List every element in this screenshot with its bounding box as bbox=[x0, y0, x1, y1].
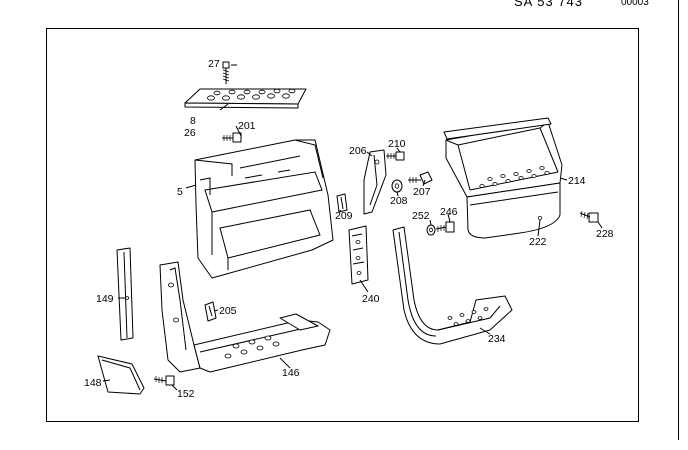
label-240: 240 bbox=[362, 293, 380, 305]
part-210-screw[interactable] bbox=[386, 151, 405, 161]
label-205: 205 bbox=[219, 305, 237, 317]
label-234: 234 bbox=[488, 333, 506, 345]
leader-lines bbox=[102, 103, 603, 391]
label-148: 148 bbox=[84, 377, 102, 389]
drawing-frame bbox=[46, 28, 639, 422]
label-149: 149 bbox=[96, 293, 114, 305]
part-27-bolt[interactable] bbox=[222, 61, 237, 84]
label-207: 207 bbox=[413, 186, 431, 198]
part-5-battery-box[interactable] bbox=[194, 139, 334, 279]
part-209-clip[interactable] bbox=[336, 193, 348, 213]
part-201-bolt[interactable] bbox=[222, 125, 242, 143]
label-206: 206 bbox=[349, 145, 367, 157]
part-146-step-assembly[interactable] bbox=[159, 261, 331, 373]
part-234-step-ladder[interactable] bbox=[392, 226, 513, 345]
label-26: 26 bbox=[184, 127, 196, 139]
label-208: 208 bbox=[390, 195, 408, 207]
part-149-strip[interactable] bbox=[116, 247, 134, 341]
part-207-bolt[interactable] bbox=[408, 171, 433, 185]
part-8-cover-plate[interactable] bbox=[184, 88, 307, 109]
label-246: 246 bbox=[440, 206, 458, 218]
part-152-bolt[interactable] bbox=[153, 375, 175, 386]
label-201: 201 bbox=[238, 120, 256, 132]
label-209: 209 bbox=[335, 210, 353, 222]
part-228-bolt[interactable] bbox=[579, 210, 599, 223]
label-27: 27 bbox=[208, 58, 220, 70]
part-252-washer[interactable] bbox=[426, 224, 436, 236]
part-206-bracket[interactable] bbox=[363, 149, 387, 215]
label-8: 8 bbox=[190, 115, 196, 127]
label-228: 228 bbox=[596, 228, 614, 240]
part-205-clip[interactable] bbox=[204, 301, 217, 322]
label-146: 146 bbox=[282, 367, 300, 379]
sheet-number: 00003 bbox=[621, 0, 649, 8]
label-5: 5 bbox=[177, 186, 183, 198]
page-edge-line bbox=[678, 0, 679, 440]
part-246-bolt[interactable] bbox=[435, 221, 455, 233]
part-208-washer[interactable] bbox=[391, 179, 403, 193]
part-222-front-panel[interactable] bbox=[466, 182, 561, 239]
label-214: 214 bbox=[568, 175, 586, 187]
label-222: 222 bbox=[529, 236, 547, 248]
part-240-bracket[interactable] bbox=[348, 225, 369, 285]
label-210: 210 bbox=[388, 138, 406, 150]
label-152: 152 bbox=[177, 388, 195, 400]
label-252: 252 bbox=[412, 210, 430, 222]
sheet-code: SA 53 743 bbox=[514, 0, 583, 9]
part-148-end-cap[interactable] bbox=[97, 355, 145, 395]
